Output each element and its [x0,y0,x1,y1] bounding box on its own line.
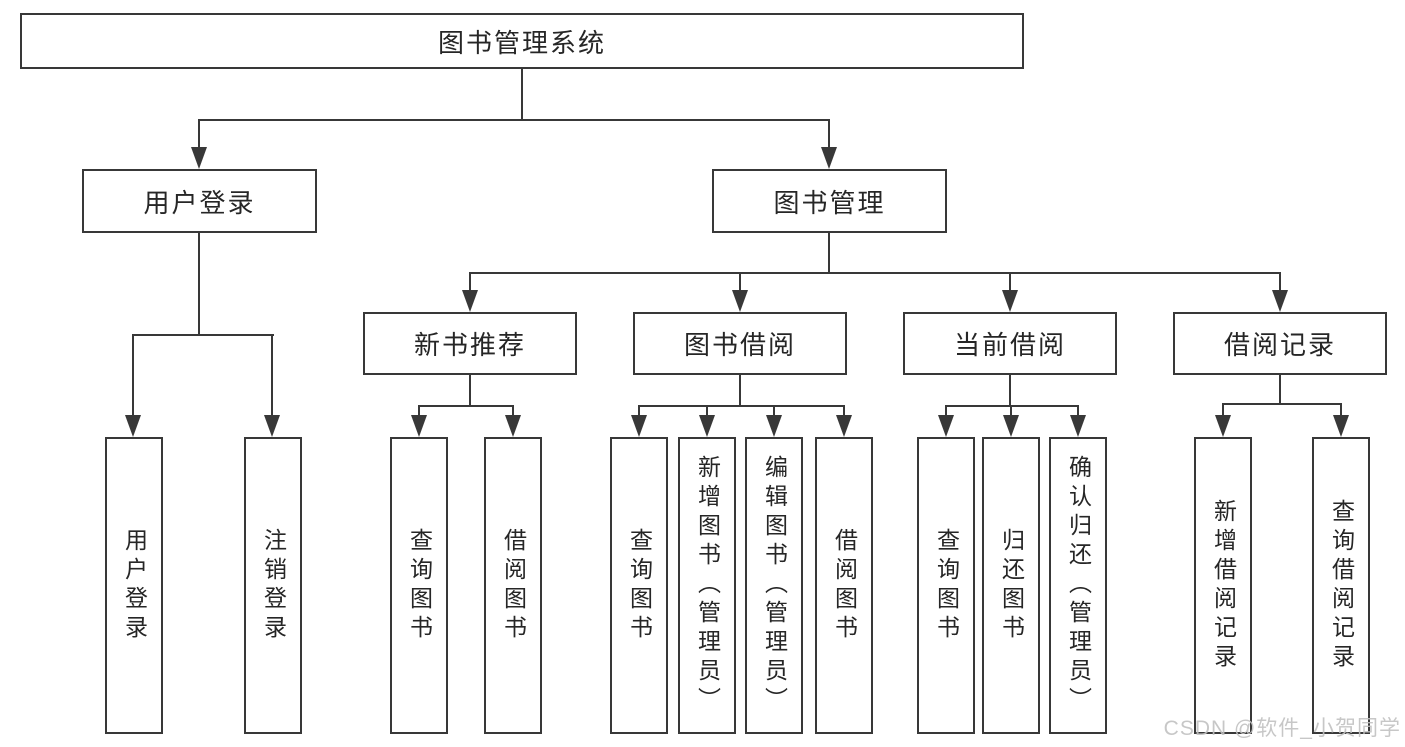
node-label: 当前借阅 [953,330,1066,360]
arrow-down-icon [1272,290,1288,312]
node-label: 查询图书 [933,527,960,644]
leaf-query-books-borrow: 查询图书 [610,437,668,734]
node-new-book-recommend: 新书推荐 [363,312,577,375]
connector-drop [132,334,134,418]
connector-drop [1340,403,1342,418]
leaf-add-borrow-record: 新增借阅记录 [1194,437,1252,734]
node-label: 图书借阅 [683,330,796,360]
connector-drop [469,272,471,294]
node-label: 借阅记录 [1223,330,1336,360]
node-book-borrowing: 图书借阅 [633,312,847,375]
connector-stem [1009,373,1011,407]
connector-drop [1009,272,1011,294]
leaf-query-books-recommend: 查询图书 [390,437,448,734]
node-label: 图书管理 [773,187,886,218]
node-borrowing-records: 借阅记录 [1173,312,1387,375]
connector-drop [1279,272,1281,294]
node-label: 借阅图书 [500,527,527,644]
connector-drop [1222,403,1224,418]
connector-rail [638,405,845,407]
connector-level1-rail [198,119,830,121]
leaf-query-books-current: 查询图书 [917,437,975,734]
leaf-borrow-books: 借阅图书 [815,437,873,734]
leaf-user-login: 用户登录 [105,437,163,734]
arrow-down-icon [505,415,521,437]
arrow-down-icon [125,415,141,437]
node-label: 编辑图书（管理员） [761,455,788,716]
node-label: 图书管理系统 [437,27,606,58]
connector-drop [1010,405,1012,418]
leaf-borrow-books-recommend: 借阅图书 [484,437,542,734]
leaf-edit-books-admin: 编辑图书（管理员） [745,437,803,734]
connector-drop [945,405,947,418]
connector-drop [271,334,273,418]
arrow-down-icon [699,415,715,437]
node-label: 注销登录 [260,527,287,644]
connector-drop [1077,405,1079,418]
connector-stem [1279,373,1281,405]
node-book-management: 图书管理 [712,169,947,233]
connector-drop [512,405,514,418]
node-label: 借阅图书 [831,527,858,644]
node-label: 用户登录 [143,187,256,218]
arrow-down-icon [1003,415,1019,437]
arrow-down-icon [732,290,748,312]
csdn-watermark: CSDN @软件_小贺同学 [1163,717,1401,740]
node-label: 查询图书 [406,527,433,644]
connector-stem [469,373,471,407]
arrow-down-icon [766,415,782,437]
node-root-library-system: 图书管理系统 [20,13,1024,69]
connector-level3-rail [469,272,1281,274]
arrow-down-icon [836,415,852,437]
connector-stem [739,373,741,407]
arrow-down-icon [821,147,837,169]
connector-drop [706,405,708,418]
connector-user-login-rail [132,334,274,336]
arrow-down-icon [1002,290,1018,312]
arrow-down-icon [631,415,647,437]
node-label: 归还图书 [998,527,1025,644]
leaf-logout: 注销登录 [244,437,302,734]
arrow-down-icon [938,415,954,437]
arrow-down-icon [1215,415,1231,437]
arrow-down-icon [1070,415,1086,437]
node-label: 新增借阅记录 [1210,498,1237,673]
node-label: 用户登录 [121,527,148,644]
node-label: 查询借阅记录 [1328,498,1355,673]
connector-book-mgmt-stem [828,231,830,274]
connector-rail [418,405,514,407]
connector-drop [773,405,775,418]
node-label: 查询图书 [626,527,653,644]
leaf-return-books: 归还图书 [982,437,1040,734]
arrow-down-icon [191,147,207,169]
connector-drop [828,119,830,151]
leaf-confirm-return-admin: 确认归还（管理员） [1049,437,1107,734]
node-label: 新增图书（管理员） [694,455,721,716]
arrow-down-icon [462,290,478,312]
node-label: 新书推荐 [413,330,526,360]
leaf-add-books-admin: 新增图书（管理员） [678,437,736,734]
connector-drop [198,119,200,151]
connector-drop [843,405,845,418]
connector-rail [1222,403,1342,405]
node-label: 确认归还（管理员） [1065,455,1092,716]
node-user-login: 用户登录 [82,169,317,233]
leaf-query-borrow-record: 查询借阅记录 [1312,437,1370,734]
connector-drop [739,272,741,294]
arrow-down-icon [264,415,280,437]
connector-root-stem [521,67,523,121]
arrow-down-icon [411,415,427,437]
connector-drop [418,405,420,418]
connector-drop [638,405,640,418]
connector-user-login-stem [198,231,200,336]
arrow-down-icon [1333,415,1349,437]
node-current-borrowing: 当前借阅 [903,312,1117,375]
